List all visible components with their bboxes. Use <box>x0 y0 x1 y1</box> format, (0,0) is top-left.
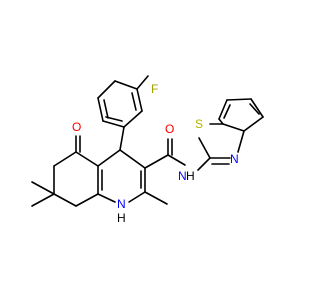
amide-nitrogen-label: N <box>178 169 187 183</box>
thiazole-nitrogen-label: N <box>230 152 239 166</box>
molecule-structure: F O O N H N H S N <box>31 75 264 225</box>
bond-skeleton <box>31 75 264 207</box>
fluorine-label: F <box>151 82 158 96</box>
ring-nitrogen-label: N <box>117 197 126 211</box>
ring-hydrogen-label: H <box>117 211 126 225</box>
atom-labels: F O O N H N H S N <box>72 82 239 225</box>
thiazole-sulfur-label: S <box>195 117 203 131</box>
amide-oxygen-label: O <box>165 122 174 136</box>
amide-hydrogen-label: H <box>186 169 195 183</box>
ring-carbonyl-oxygen-label: O <box>72 120 81 134</box>
